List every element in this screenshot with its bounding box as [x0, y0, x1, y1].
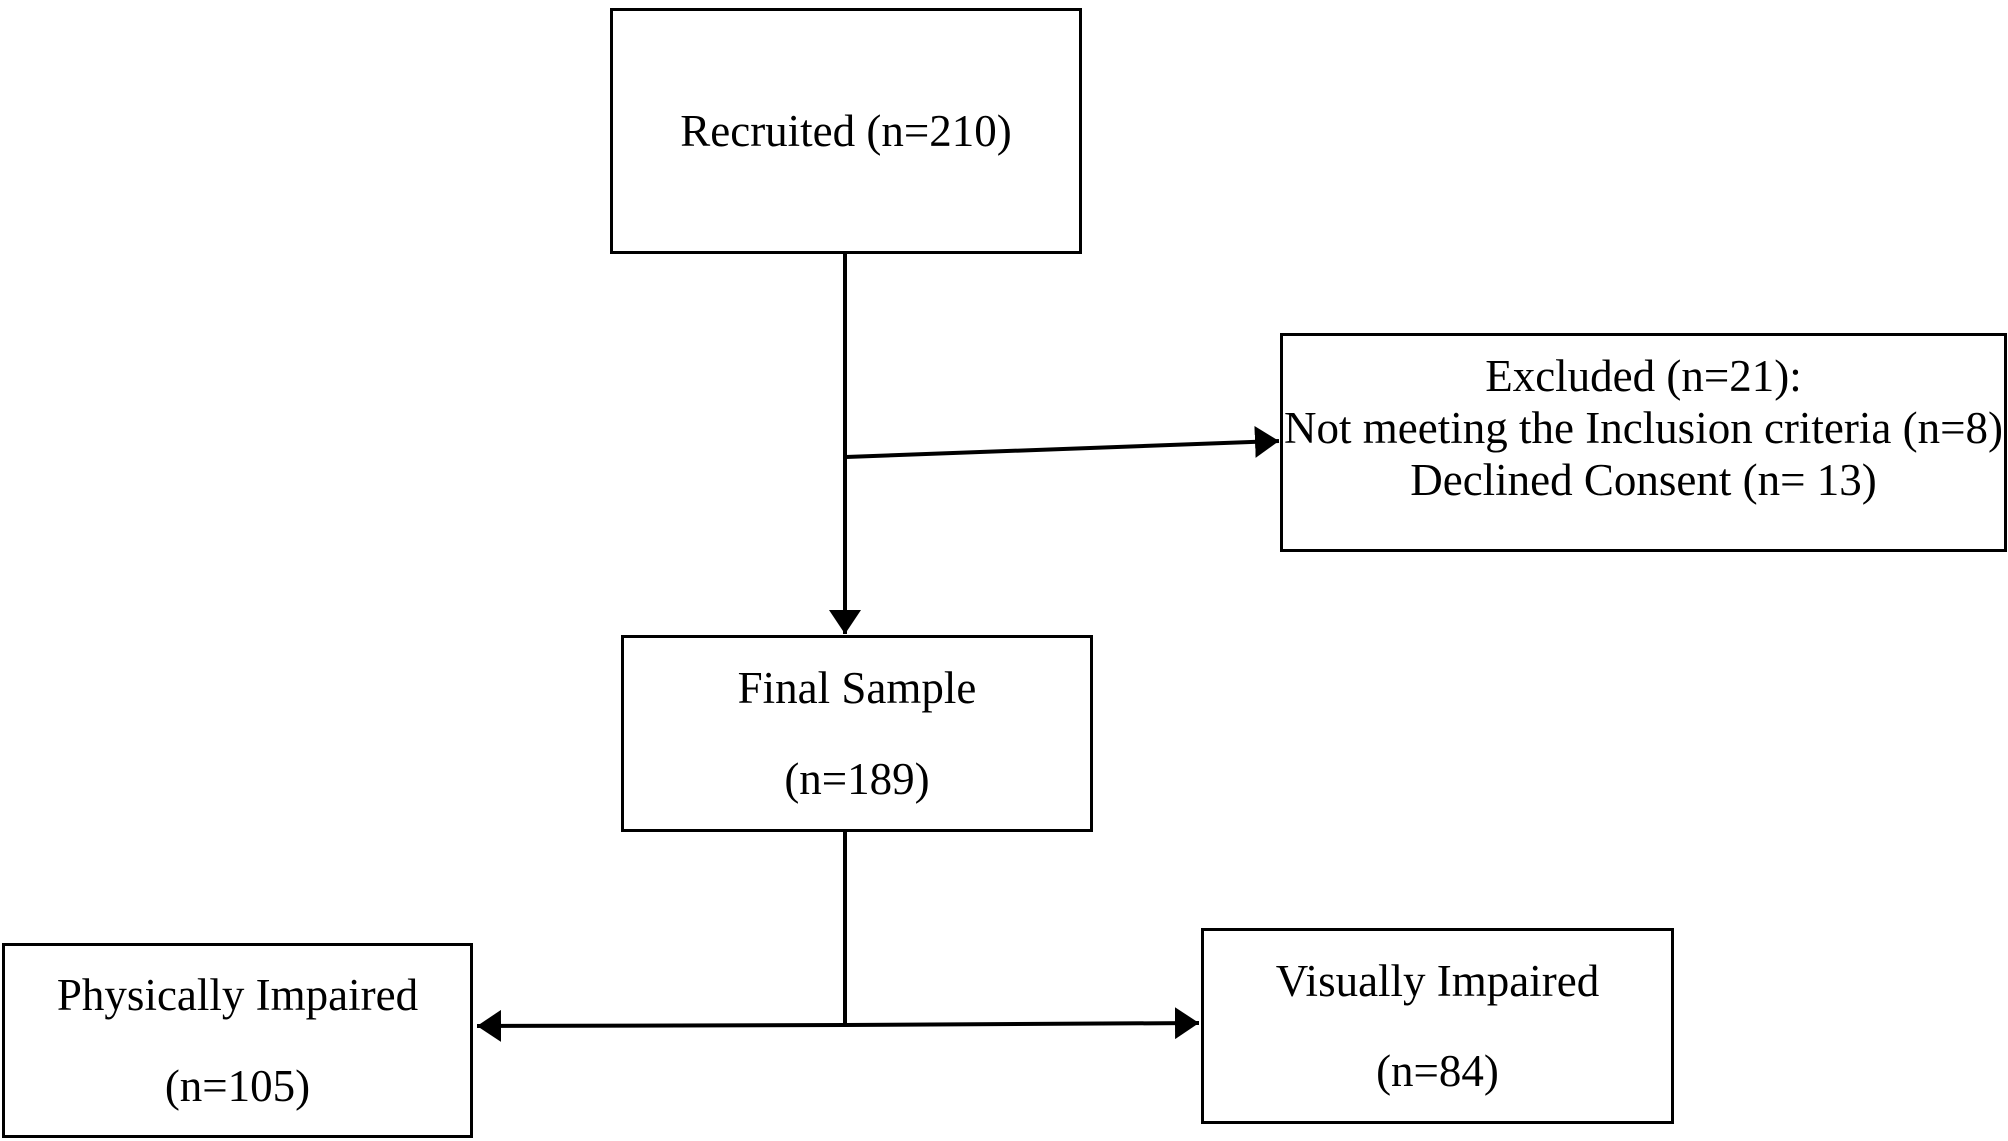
edge-to-physically-impaired-icon — [476, 1009, 846, 1042]
node-final-sample-count: (n=189) — [784, 753, 930, 804]
node-final-sample: Final Sample (n=189) — [621, 635, 1093, 832]
node-excluded: Excluded (n=21): Not meeting the Inclusi… — [1280, 333, 2007, 552]
edge-to-visually-impaired-icon — [844, 1007, 1200, 1040]
node-physically-impaired-label: Physically Impaired — [56, 970, 419, 1021]
node-physically-impaired: Physically Impaired (n=105) — [2, 943, 473, 1138]
node-recruited-label: Recruited (n=210) — [680, 105, 1012, 156]
node-visually-impaired-count: (n=84) — [1376, 1046, 1499, 1096]
node-excluded-reason-inclusion: Not meeting the Inclusion criteria (n=8) — [1284, 403, 2003, 454]
node-visually-impaired-label: Visually Impaired — [1275, 955, 1600, 1006]
node-excluded-title: Excluded (n=21): — [1485, 351, 1802, 401]
node-excluded-reason-consent: Declined Consent (n= 13) — [1410, 455, 1877, 506]
node-recruited: Recruited (n=210) — [610, 8, 1082, 254]
node-final-sample-label: Final Sample — [737, 663, 977, 714]
edge-recruited-to-excluded-icon — [845, 425, 1280, 459]
node-physically-impaired-count: (n=105) — [164, 1060, 311, 1111]
node-visually-impaired: Visually Impaired (n=84) — [1201, 928, 1674, 1124]
